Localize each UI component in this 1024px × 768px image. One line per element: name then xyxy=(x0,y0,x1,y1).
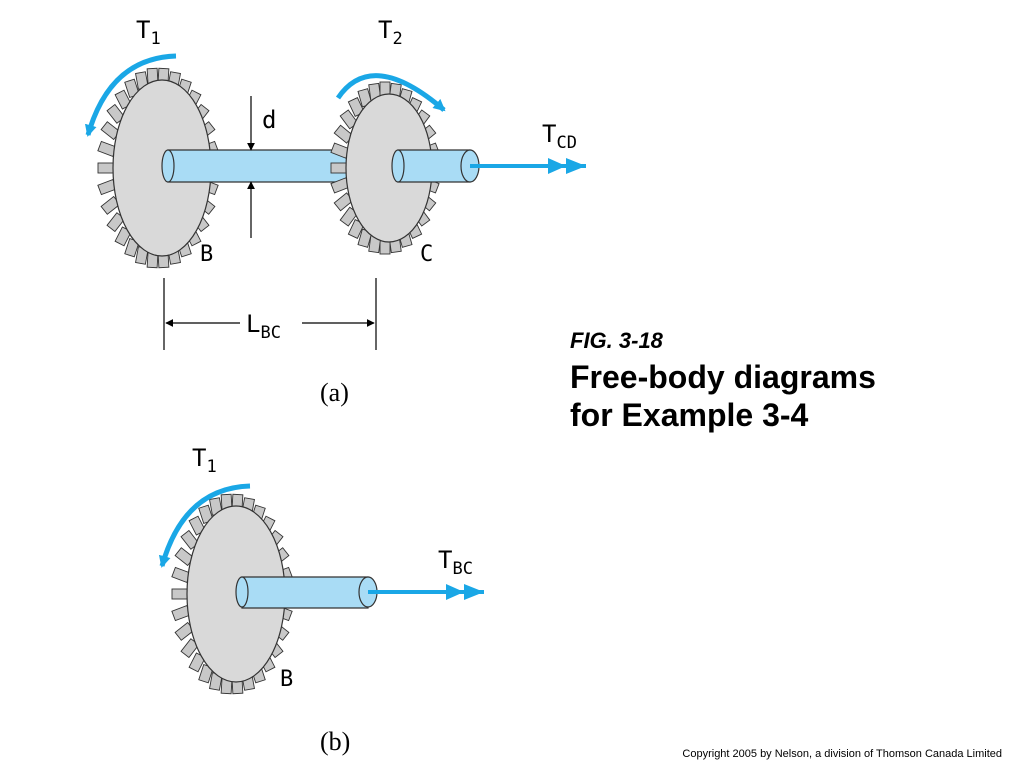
gear-c-icon xyxy=(330,81,440,255)
figure-title-line1: Free-body diagrams xyxy=(570,359,876,395)
shaft-bc xyxy=(161,149,363,183)
figure-number: FIG. 3-18 xyxy=(570,328,663,353)
label-t1: T1 xyxy=(136,16,161,49)
diagram-b: T1 TBC B (b) xyxy=(158,444,484,756)
shaft-b xyxy=(235,576,378,609)
diagram-a: T1 T2 TCD d B C LBC (a) xyxy=(84,16,586,407)
label-tbc: TBC xyxy=(438,546,473,579)
torque-t1b-arrow xyxy=(158,483,251,568)
label-b: (b) xyxy=(320,727,350,756)
copyright-notice: Copyright 2005 by Nelson, a division of … xyxy=(682,748,1002,760)
shaft-cd xyxy=(391,149,480,183)
figure-caption: FIG. 3-18 Free-body diagrams for Example… xyxy=(570,328,1010,434)
label-lbc: LBC xyxy=(246,310,281,343)
label-tcd: TCD xyxy=(542,120,577,153)
label-t2: T2 xyxy=(378,16,403,49)
torque-t1-arrow xyxy=(84,53,177,137)
label-gear-b2: B xyxy=(280,667,293,692)
label-t1b: T1 xyxy=(192,444,217,477)
label-d: d xyxy=(262,106,276,134)
figure-title-line2: for Example 3-4 xyxy=(570,397,809,433)
torque-tcd-arrow xyxy=(470,158,586,174)
torque-t2-arrow xyxy=(335,73,446,112)
label-a: (a) xyxy=(320,378,349,407)
torque-tbc-arrow xyxy=(368,584,484,600)
label-gear-c: C xyxy=(420,242,433,267)
length-dimension xyxy=(163,278,377,350)
label-gear-b: B xyxy=(200,242,213,267)
